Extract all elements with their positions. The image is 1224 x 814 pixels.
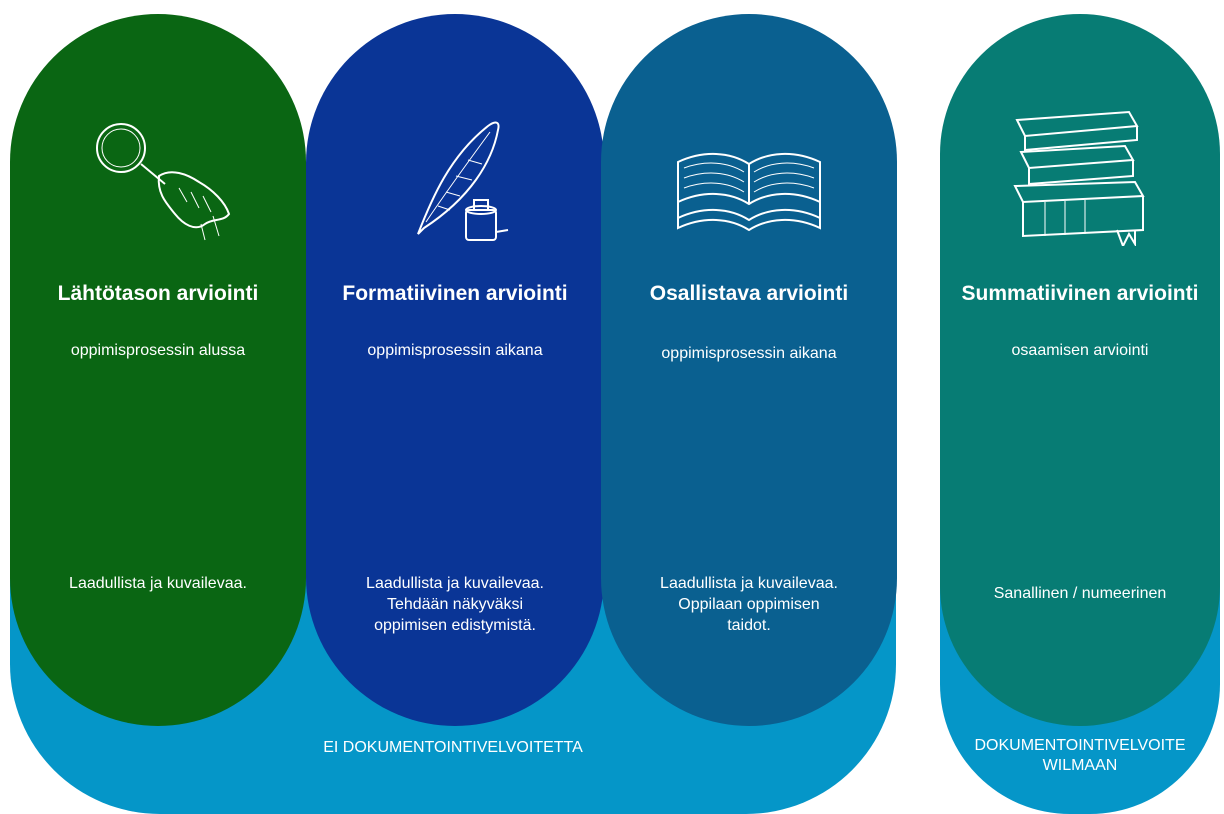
quill-and-ink-icon xyxy=(417,121,509,241)
column-subtitle: oppimisprosessin aikana xyxy=(367,342,543,359)
column-description: Laadullista ja kuvailevaa. Tehdään näkyv… xyxy=(366,575,544,634)
book-stack-icon xyxy=(1013,110,1145,246)
pillar-osallistava: Osallistava arviointi oppimisprosessin a… xyxy=(601,14,897,726)
column-subtitle: oppimisprosessin alussa xyxy=(70,342,246,359)
column-description: Laadullista ja kuvailevaa. xyxy=(69,575,247,592)
column-title: Osallistava arviointi xyxy=(649,282,849,305)
column-description: Laadullista ja kuvailevaa. Oppilaan oppi… xyxy=(660,575,838,634)
column-title: Lähtötason arviointi xyxy=(57,282,259,305)
column-subtitle: osaamisen arviointi xyxy=(1011,342,1149,359)
open-book-icon xyxy=(677,152,821,232)
pillar-lahtotason: Lähtötason arviointi oppimisprosessin al… xyxy=(10,14,306,726)
column-title: Formatiivinen arviointi xyxy=(342,282,568,305)
column-title: Summatiivinen arviointi xyxy=(961,282,1199,305)
base-label-no-documentation: EI DOKUMENTOINTIVELVOITETTA xyxy=(323,739,583,756)
base-label-documentation-wilma: DOKUMENTOINTIVELVOITE WILMAAN xyxy=(974,737,1186,774)
magnifying-glass-icon xyxy=(96,123,231,241)
pillar-formatiivinen: Formatiivinen arviointi oppimisprosessin… xyxy=(306,14,604,726)
pillar-summatiivinen: Summatiivinen arviointi osaamisen arvioi… xyxy=(940,14,1220,726)
column-subtitle: oppimisprosessin aikana xyxy=(661,345,837,362)
column-description: Sanallinen / numeerinen xyxy=(993,585,1167,602)
